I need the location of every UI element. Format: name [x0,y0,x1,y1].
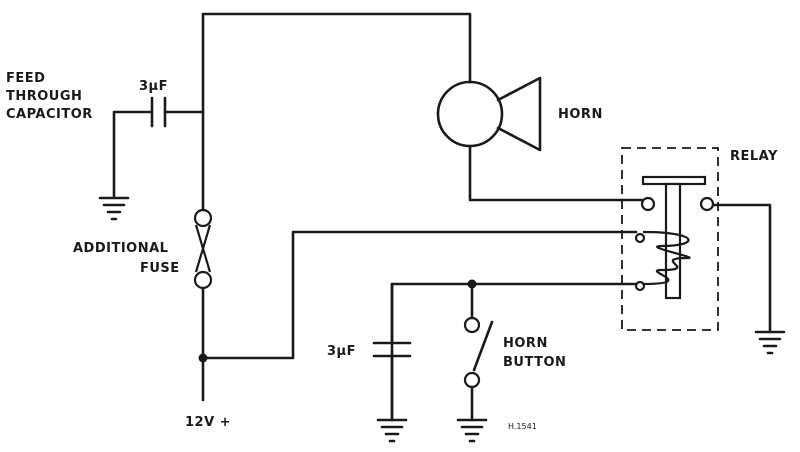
label-feed: FEED [6,71,45,86]
relay-contact-coil-bottom [634,280,646,292]
junction-button [467,279,477,289]
ground-symbol-feed [98,196,130,221]
wire-top-bus [201,12,472,212]
relay-contact-top-right [699,196,715,212]
feed-through-capacitor-symbol [150,96,167,128]
label-through: THROUGH [6,89,82,104]
label-horn-button-1: HORN [503,336,548,351]
relay-coil [642,230,691,286]
additional-fuse-symbol [193,208,213,290]
label-fuse: FUSE [140,261,180,276]
button-capacitor-symbol [372,282,412,420]
label-cap-top: 3µF [139,79,168,94]
wire-horn-to-relay [468,144,644,202]
horn-symbol [436,76,542,152]
label-horn-button-2: BUTTON [503,355,566,370]
ground-symbol-capacitor [376,418,408,443]
junction-supply [198,353,208,363]
ground-symbol-button [456,418,488,443]
label-ref: H.1541 [508,422,537,431]
relay-contact-coil-top [634,232,646,244]
wire-feed-cap-left [112,110,154,198]
ground-symbol-relay [754,330,786,355]
label-supply: 12V + [185,415,231,430]
relay-enclosure [621,147,719,331]
label-horn: HORN [558,107,603,122]
label-capacitor: CAPACITOR [6,107,93,122]
wire-relay-to-ground [711,203,772,332]
labels: FEED THROUGH CAPACITOR 3µF HORN RELAY AD… [6,71,778,431]
label-relay: RELAY [730,149,778,164]
label-additional: ADDITIONAL [73,241,168,256]
relay-symbol [621,147,719,331]
horn-button-switch-symbol [463,316,494,389]
wire-button-to-coil [390,282,638,422]
label-cap-bottom: 3µF [327,344,356,359]
relay-contact-top-left [640,196,656,212]
wire-supply-to-coil [201,230,638,360]
